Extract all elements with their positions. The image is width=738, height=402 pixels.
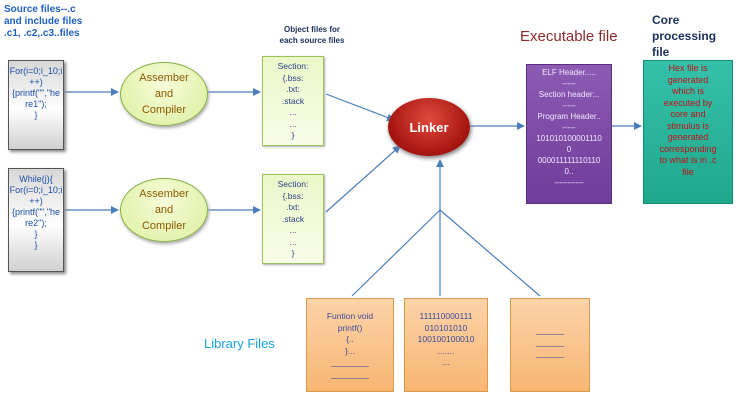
source-file-1: For(i=0;i_10;i ++) {printf("","he re1");… xyxy=(8,60,64,150)
compiler-2: Assember and Compiler xyxy=(120,178,208,242)
core-processing-title: Core processing file xyxy=(652,13,717,59)
object-file-2: Section: {.bss: .txt: .stack ... ... } xyxy=(262,174,324,264)
line-library1 xyxy=(351,209,441,297)
library-file-3: ______ ______ ______ xyxy=(510,298,590,392)
line-library3 xyxy=(439,209,541,297)
source-file-2: While(j){ For(i=0;i_10;i ++) {printf("",… xyxy=(8,168,64,272)
executable-file: ELF Header..... ----- Section header:.. … xyxy=(526,64,612,204)
library-file-1: Funtion void printf() {.. }... ________ … xyxy=(306,298,394,392)
executable-file-title: Executable file xyxy=(520,28,618,45)
core-processing-file: Hex file is generated which is executed … xyxy=(643,60,733,204)
object-files-title: Object files for each source files xyxy=(279,25,345,45)
arrow-object2-to-linker xyxy=(325,145,401,213)
object-file-1: Section: {.bss: .txt: .stack ... ... } xyxy=(262,56,324,146)
source-files-title: Source files--.c and include files .c1, … xyxy=(4,4,83,39)
arrow-object1-to-linker xyxy=(325,93,395,122)
library-file-2: 111110000111 010101010 100100100010 ....… xyxy=(404,298,488,392)
library-files-title: Library Files xyxy=(204,336,275,351)
linker: Linker xyxy=(388,98,470,156)
compiler-1: Assember and Compiler xyxy=(120,62,208,126)
